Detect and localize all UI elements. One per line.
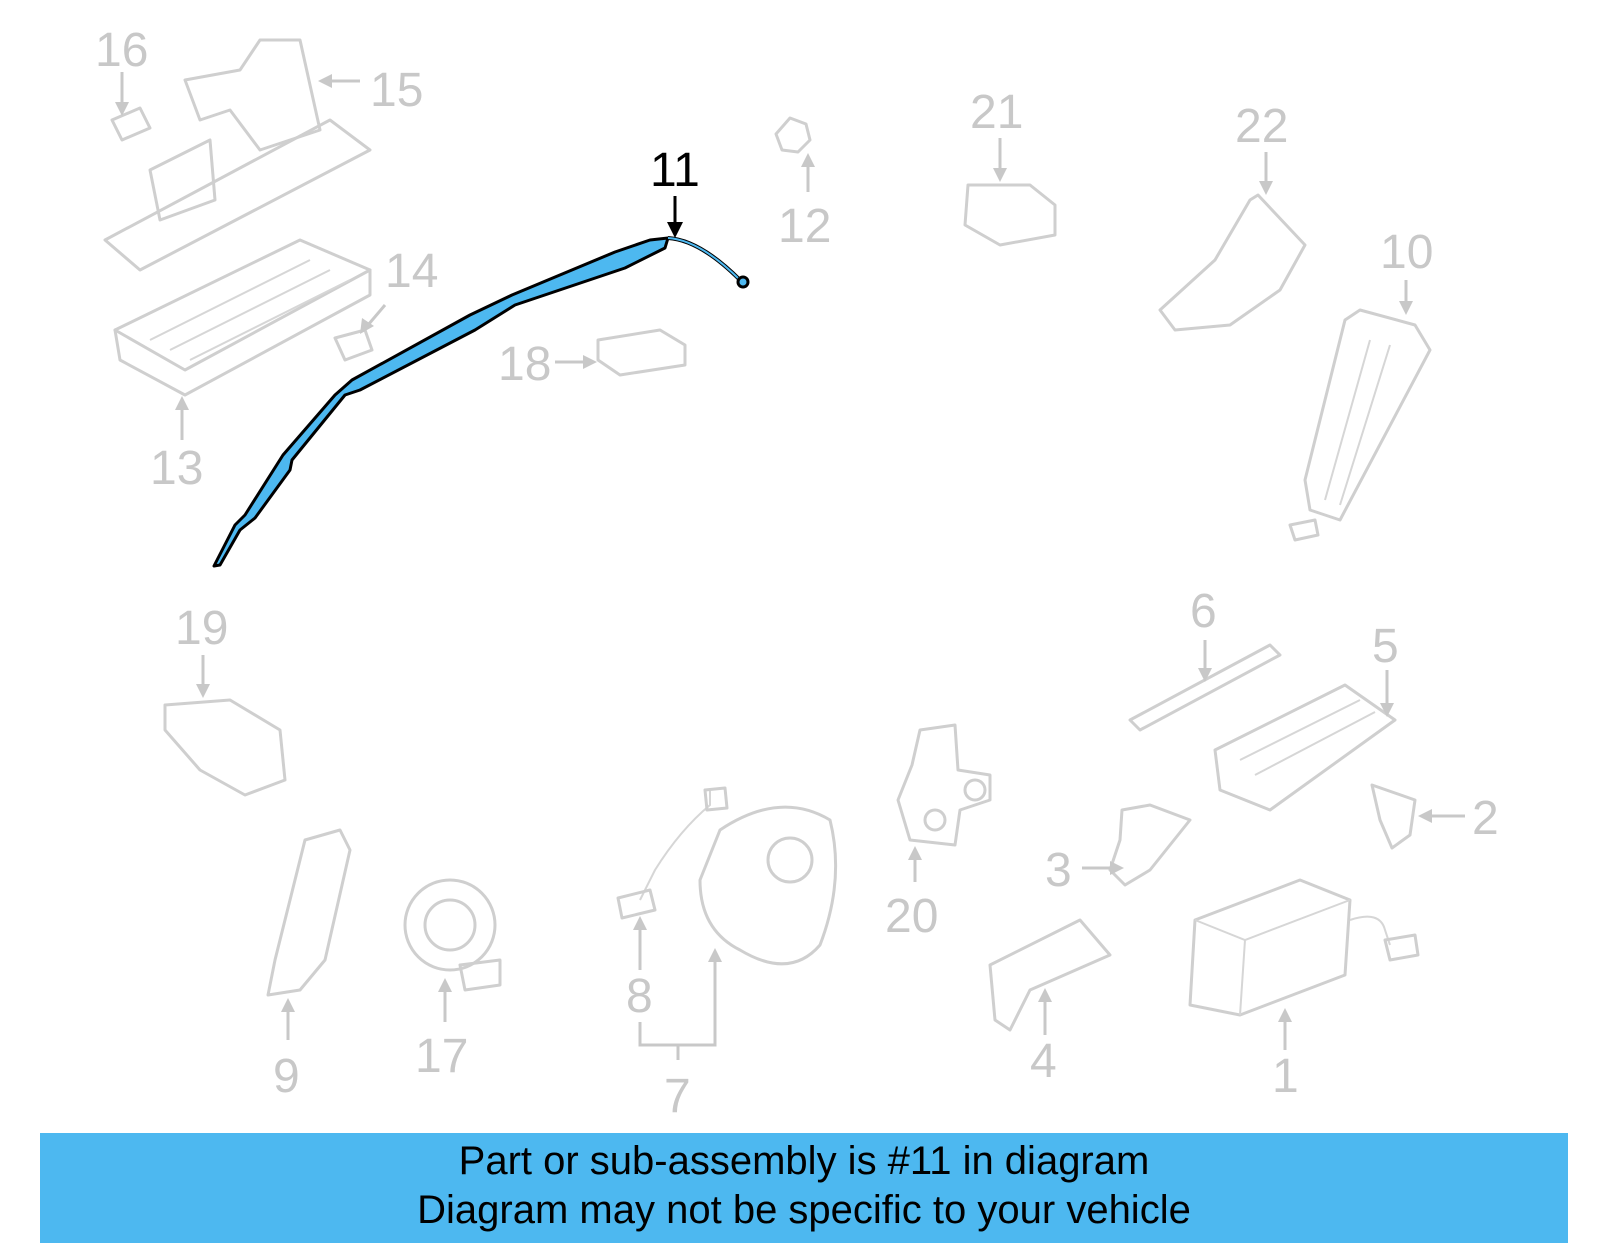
callout-13: 13 xyxy=(150,442,203,495)
part-17-clockspring xyxy=(403,878,502,992)
part-10-side-airbag xyxy=(1288,308,1432,542)
callout-6: 6 xyxy=(1190,585,1217,638)
part-1-passenger-airbag xyxy=(1188,878,1420,1017)
callout-5: 5 xyxy=(1372,620,1399,673)
part-9-trim-panel xyxy=(266,828,352,997)
callout-21: 21 xyxy=(970,86,1023,139)
callout-3: 3 xyxy=(1045,844,1072,897)
callout-8: 8 xyxy=(626,970,653,1023)
part-3-bracket xyxy=(1108,803,1192,887)
part-13-seat-rail xyxy=(113,238,372,397)
part-19-inflator xyxy=(163,698,287,797)
callout-18: 18 xyxy=(498,338,551,391)
parts-diagram: 16 15 11 12 21 22 10 14 18 13 19 6 5 2 3… xyxy=(95,24,1499,1123)
callout-14: 14 xyxy=(385,245,438,298)
callout-16: 16 xyxy=(95,24,148,77)
part-11-curtain-airbag[interactable] xyxy=(212,236,750,568)
callout-1: 1 xyxy=(1272,1050,1299,1103)
part-7-steering-airbag xyxy=(616,786,838,966)
callout-15: 15 xyxy=(370,64,423,117)
diagram-notice-banner: Part or sub-assembly is #11 in diagram D… xyxy=(40,1133,1568,1243)
part-4-bracket xyxy=(988,918,1112,1032)
part-22-bracket xyxy=(1158,193,1307,332)
notice-line-2: Diagram may not be specific to your vehi… xyxy=(417,1188,1191,1232)
callout-7: 7 xyxy=(664,1070,691,1123)
part-12-nut xyxy=(774,116,812,154)
callout-11[interactable]: 11 xyxy=(650,144,700,197)
part-21-sensor xyxy=(963,183,1057,247)
part-15-seat-bracket xyxy=(103,38,372,272)
callout-10: 10 xyxy=(1380,226,1433,279)
part-5-knee-airbag xyxy=(1213,683,1397,812)
part-16-bolt xyxy=(110,106,152,142)
notice-line-1: Part or sub-assembly is #11 in diagram xyxy=(458,1139,1150,1183)
callout-2: 2 xyxy=(1472,792,1499,845)
callout-22: 22 xyxy=(1235,100,1288,153)
callout-4: 4 xyxy=(1030,1035,1057,1088)
callout-17: 17 xyxy=(415,1030,468,1083)
callout-12: 12 xyxy=(778,200,831,253)
callout-20: 20 xyxy=(885,890,938,943)
callout-arrows xyxy=(115,72,1465,1060)
part-2-bracket xyxy=(1370,783,1417,850)
part-6-trim-strip xyxy=(1128,643,1282,732)
callout-9: 9 xyxy=(273,1050,300,1103)
part-14-clip xyxy=(333,328,374,362)
callout-19: 19 xyxy=(175,602,228,655)
part-18-module xyxy=(596,328,687,377)
part-20-crash-sensor xyxy=(896,723,992,847)
